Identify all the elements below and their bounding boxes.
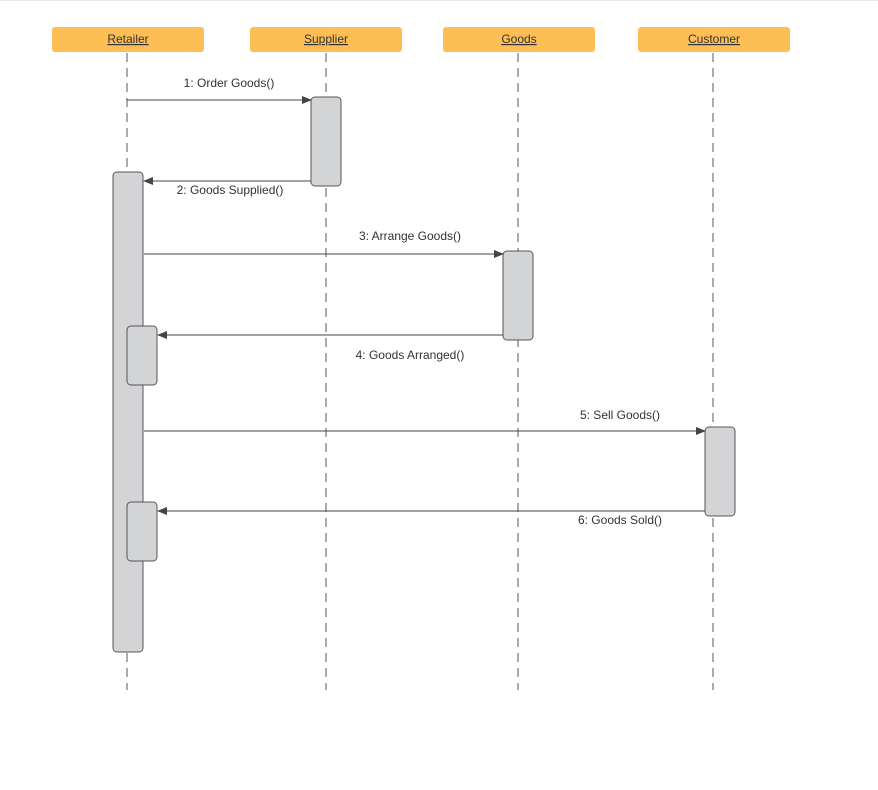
message-label-6: 6: Goods Sold()	[578, 513, 662, 527]
header-supplier-label: Supplier	[304, 32, 348, 46]
lifelines	[126, 53, 714, 690]
activation-retailer-main[interactable]	[112, 171, 144, 653]
message-label-4: 4: Goods Arranged()	[356, 348, 465, 362]
activation-bars	[112, 96, 736, 653]
header-retailer[interactable]: Retailer	[52, 27, 204, 52]
activation-goods[interactable]	[502, 250, 534, 341]
messages: 1: Order Goods() 2: Goods Supplied() 3: …	[127, 76, 706, 527]
activation-customer[interactable]	[704, 426, 736, 517]
header-goods-box	[443, 27, 595, 52]
header-retailer-label: Retailer	[107, 32, 148, 46]
header-customer-label: Customer	[688, 32, 740, 46]
activation-retailer-nested-2[interactable]	[126, 501, 158, 562]
header-customer[interactable]: Customer	[638, 27, 790, 52]
top-border	[0, 0, 878, 1]
header-retailer-box	[52, 27, 204, 52]
header-supplier[interactable]: Supplier	[250, 27, 402, 52]
activation-supplier[interactable]	[310, 96, 342, 187]
header-supplier-box	[250, 27, 402, 52]
header-customer-box	[638, 27, 790, 52]
lifeline-headers: Retailer Supplier Goods Customer	[52, 27, 790, 52]
header-goods-label: Goods	[501, 32, 536, 46]
message-label-2: 2: Goods Supplied()	[177, 183, 284, 197]
activation-retailer-nested-1[interactable]	[126, 325, 158, 386]
header-goods[interactable]: Goods	[443, 27, 595, 52]
message-label-5: 5: Sell Goods()	[580, 408, 660, 422]
message-label-3: 3: Arrange Goods()	[359, 229, 461, 243]
message-label-1: 1: Order Goods()	[184, 76, 275, 90]
